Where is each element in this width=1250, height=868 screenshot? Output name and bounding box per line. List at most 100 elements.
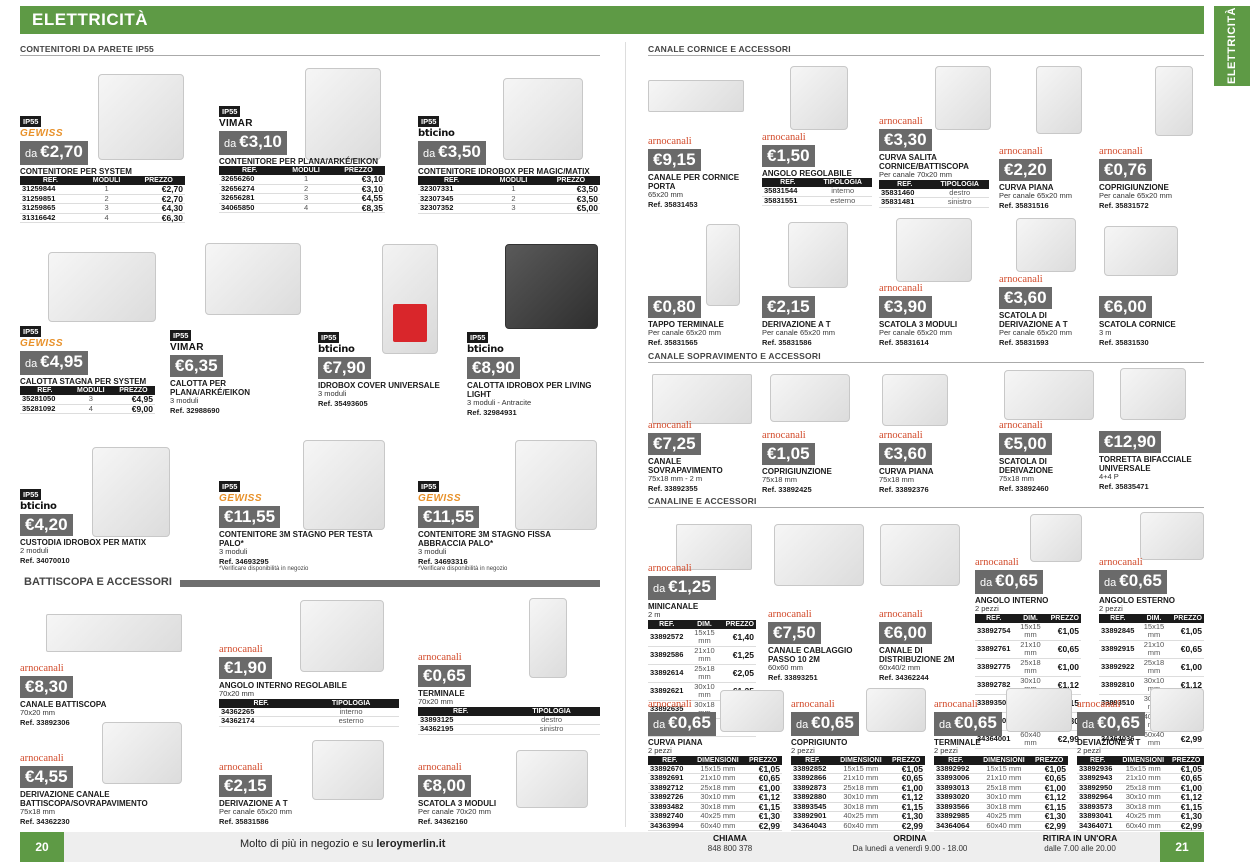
row-price: €1,05 — [887, 764, 925, 774]
ref-code: 33893006 — [934, 773, 978, 784]
product-card[interactable]: IP55 GEWISS da€2,70 CONTENITORE PER SYST… — [20, 116, 185, 223]
category-side-tab[interactable]: ELETTRICITÀ — [1214, 6, 1250, 86]
product-card[interactable]: arnocanali €3,90 SCATOLA 3 MODULI Per ca… — [879, 283, 989, 347]
product-card[interactable]: arnocanali €9,15 CANALE PER CORNICE PORT… — [648, 136, 756, 209]
product-card[interactable]: €6,00 SCATOLA CORNICE 3 m Ref. 35831530 — [1099, 295, 1199, 347]
price-value: €8,00 — [423, 776, 466, 795]
product-card[interactable]: arnocanali €2,15 DERIVAZIONE A T Per can… — [219, 762, 369, 826]
price-tag: €6,00 — [1099, 296, 1152, 318]
product-ref: Ref. 35831593 — [999, 337, 1049, 347]
product-card[interactable]: arnocanali da€0,65 COPRIGIUNTO 2 pezzi R… — [791, 699, 925, 831]
brand-logo: arnocanali — [768, 609, 812, 620]
product-card[interactable]: arnocanali €1,05 COPRIGIUNZIONE 75x18 mm… — [762, 430, 872, 494]
price-tag: €8,00 — [418, 775, 471, 797]
price-tag: da€4,95 — [20, 351, 88, 375]
product-image — [706, 224, 740, 306]
product-card[interactable]: IP55 bticino €8,90 CALOTTA IDROBOX PER L… — [467, 332, 597, 417]
product-ref: Ref. 32984931 — [467, 407, 517, 417]
tagline-text: Molto di più in negozio e su — [240, 838, 374, 850]
row-price: €1,25 — [723, 646, 756, 665]
product-card[interactable]: arnocanali €1,90 ANGOLO INTERNO REGOLABI… — [219, 644, 399, 727]
product-card[interactable]: arnocanali €2,20 CURVA PIANA Per canale … — [999, 146, 1095, 210]
product-card[interactable]: IP55 bticino da€3,50 CONTENITORE IDROBOX… — [418, 116, 600, 214]
product-card[interactable]: €2,15 DERIVAZIONE A T Per canale 65x20 m… — [762, 295, 872, 347]
product-card[interactable]: arnocanali €5,00 SCATOLA DI DERIVAZIONE … — [999, 420, 1095, 493]
product-name: SCATOLA CORNICE — [1099, 320, 1176, 329]
product-card[interactable]: arnocanali €0,65 TERMINALE 70x20 mm REF.… — [418, 652, 600, 735]
product-card[interactable]: arnocanali €1,50 ANGOLO REGOLABILE REF.T… — [762, 132, 872, 206]
section-title-trunking: CANALINE E ACCESSORI — [648, 496, 1204, 508]
product-card[interactable]: IP55 bticino €7,90 IDROBOX COVER UNIVERS… — [318, 332, 448, 408]
product-ref: Ref. 35831453 — [648, 199, 698, 209]
price-tag: €3,30 — [879, 129, 932, 151]
product-card[interactable]: IP55 VIMAR €6,35 CALOTTA PER PLANA/ARKÉ/… — [170, 330, 300, 415]
product-card[interactable]: arnocanali €0,76 COPRIGIUNZIONE Per cana… — [1099, 146, 1195, 210]
row-value: 25x18 mm — [1118, 783, 1169, 793]
product-card[interactable]: arnocanali €8,30 CANALE BATTISCOPA 70x20… — [20, 663, 190, 727]
product-card[interactable]: arnocanali €7,50 CANALE CABLAGGIO PASSO … — [768, 609, 876, 682]
product-card[interactable]: arnocanali €7,25 CANALE SOVRAPAVIMENTO 7… — [648, 420, 758, 493]
price-value: €4,55 — [25, 767, 68, 786]
table-header: DIM. — [1012, 613, 1049, 623]
product-card[interactable]: arnocanali da€0,65 TERMINALE 2 pezzi REF… — [934, 699, 1068, 831]
product-card[interactable]: arnocanali €6,00 CANALE DI DISTRIBUZIONE… — [879, 609, 974, 682]
product-card[interactable]: arnocanali €4,55 DERIVAZIONE CANALE BATT… — [20, 753, 210, 826]
product-name: CALOTTA IDROBOX PER LIVING LIGHT — [467, 381, 592, 399]
product-name: CANALE BATTISCOPA — [20, 700, 107, 709]
brand-logo: GEWISS — [20, 128, 64, 139]
product-card[interactable]: arnocanali €3,60 CURVA PIANA 75x18 mm Re… — [879, 430, 989, 494]
price-value: €1,90 — [224, 658, 267, 677]
brand-logo: arnocanali — [879, 116, 923, 127]
product-card[interactable]: €0,80 TAPPO TERMINALE Per canale 65x20 m… — [648, 295, 756, 347]
price-tag: €6,35 — [170, 355, 223, 377]
ip-badge: IP55 — [170, 330, 192, 341]
product-card[interactable]: arnocanali €3,30 CURVA SALITA CORNICE/BA… — [879, 116, 989, 208]
product-card[interactable]: IP55 GEWISS €11,55 CONTENITORE 3M STAGNO… — [219, 481, 389, 573]
ref-code: 33892712 — [648, 783, 692, 793]
row-value: 4 — [280, 203, 332, 213]
ref-code: 31259851 — [20, 194, 81, 204]
phone-number[interactable]: 848 800 378 — [707, 843, 753, 853]
product-card[interactable]: arnocanali €8,00 SCATOLA 3 MODULI Per ca… — [418, 762, 568, 826]
product-card[interactable]: IP55 GEWISS €11,55 CONTENITORE 3M STAGNO… — [418, 481, 598, 573]
row-value: 3 — [280, 193, 332, 204]
product-card[interactable]: arnocanali €3,60 SCATOLA DI DERIVAZIONE … — [999, 274, 1095, 347]
price-tag: €8,30 — [20, 676, 73, 698]
ref-code: 32307331 — [418, 184, 486, 195]
product-name: CANALE CABLAGGIO PASSO 10 2M — [768, 646, 853, 664]
ip-badge: IP55 — [467, 332, 489, 343]
product-card[interactable]: IP55 VIMAR da€3,10 CONTENITORE PER PLANA… — [219, 106, 385, 213]
price-tag: da€0,65 — [791, 712, 859, 736]
row-value: 30x18 mm — [691, 802, 745, 812]
row-price: €3,10 — [331, 184, 385, 194]
row-value: 25x18 mm — [685, 664, 724, 683]
product-spec: 75x18 mm — [879, 475, 915, 484]
price-tag: €3,90 — [879, 296, 932, 318]
brand-logo: arnocanali — [762, 430, 806, 441]
product-ref: Ref. 34070010 — [20, 555, 70, 565]
product-name: CALOTTA STAGNA PER SYSTEM — [20, 377, 147, 386]
product-image — [866, 688, 926, 732]
product-name: CANALE SOVRAPAVIMENTO — [648, 457, 723, 475]
product-card[interactable]: €12,90 TORRETTA BIFACCIALE UNIVERSALE 4+… — [1099, 430, 1204, 491]
product-card[interactable]: arnocanali da€0,65 DEVIAZIONE A T 2 pezz… — [1077, 699, 1204, 831]
product-card[interactable]: IP55 GEWISS da€4,95 CALOTTA STAGNA PER S… — [20, 326, 155, 414]
site-link[interactable]: leroymerlin.it — [376, 838, 446, 850]
ref-code: 32656281 — [219, 193, 281, 204]
section-title-frame-channel: CANALE CORNICE E ACCESSORI — [648, 44, 1204, 56]
product-card[interactable]: arnocanali da€0,65 CURVA PIANA 2 pezzi R… — [648, 699, 782, 831]
row-value: 21x10 mm — [1118, 773, 1169, 784]
product-card[interactable]: IP55 bticino €4,20 CUSTODIA IDROBOX PER … — [20, 489, 190, 565]
row-price: €0,65 — [887, 773, 925, 784]
price-prefix: da — [423, 148, 436, 160]
product-name: CURVA PIANA — [999, 183, 1054, 192]
product-ref: Ref. 33892460 — [999, 483, 1049, 493]
